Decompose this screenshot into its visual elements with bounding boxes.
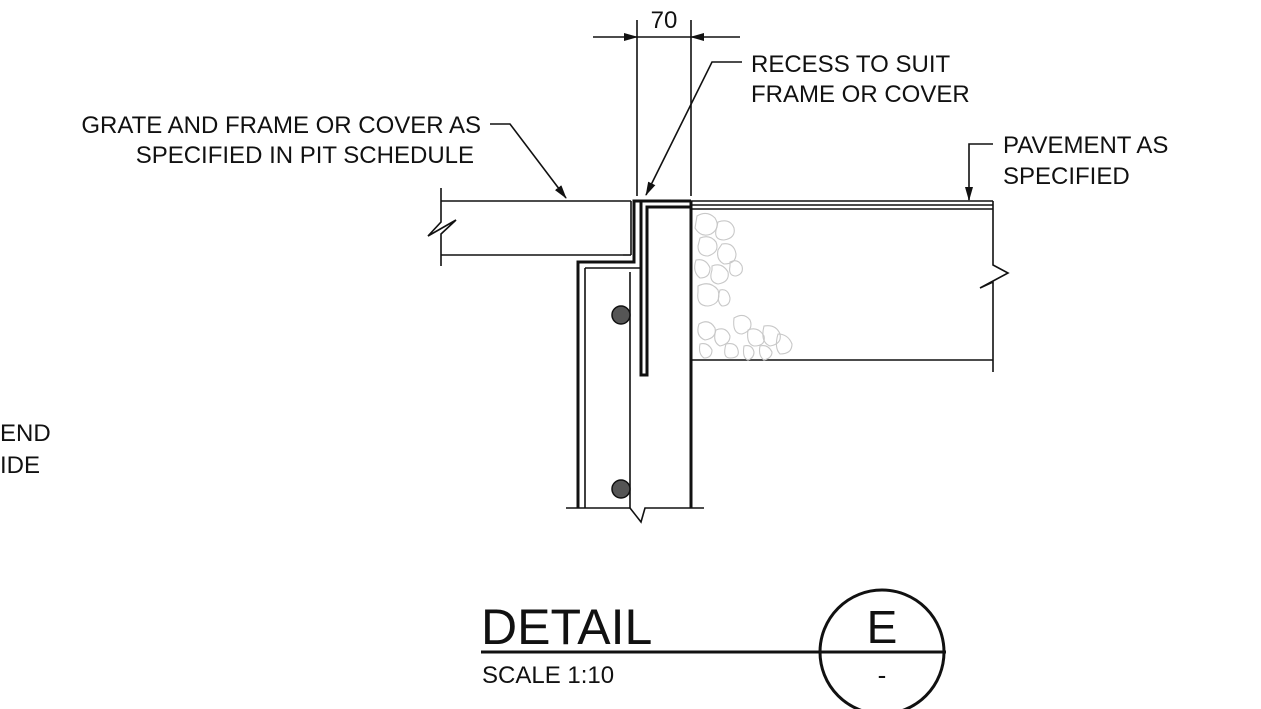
- detail-bubble: [818, 588, 946, 709]
- cutoff-label-line2: IDE: [0, 452, 40, 479]
- title-block: DETAIL SCALE 1:10 E -: [481, 588, 946, 709]
- scale-label: SCALE 1:10: [482, 662, 614, 689]
- aggregate-fill: [694, 212, 793, 361]
- frame-angle: [576, 199, 642, 269]
- recess-leader: RECESS TO SUIT FRAME OR COVER: [645, 51, 970, 196]
- dimension-70: 70: [593, 7, 740, 196]
- pavement-label-line1: PAVEMENT AS: [1003, 132, 1168, 159]
- detail-letter: E: [867, 601, 898, 653]
- pavement-leader: PAVEMENT AS SPECIFIED: [965, 132, 1168, 201]
- recess-label-line2: FRAME OR COVER: [751, 81, 970, 108]
- grate-leader: GRATE AND FRAME OR COVER AS SPECIFIED IN…: [81, 112, 567, 199]
- grate-label-line1: GRATE AND FRAME OR COVER AS: [81, 112, 481, 139]
- pit-wall: [566, 199, 704, 524]
- pavement: [691, 200, 1010, 372]
- grate-slab: [427, 188, 632, 266]
- detail-title: DETAIL: [481, 599, 652, 655]
- cutoff-label-line1: END: [0, 420, 51, 447]
- recess-label-line1: RECESS TO SUIT: [751, 51, 951, 78]
- rebar-lower: [611, 479, 631, 499]
- rebar-upper: [611, 305, 631, 325]
- grate-label-line2: SPECIFIED IN PIT SCHEDULE: [136, 142, 474, 169]
- pavement-label-line2: SPECIFIED: [1003, 163, 1130, 190]
- sheet-reference: -: [878, 660, 887, 690]
- dimension-label: 70: [651, 7, 678, 34]
